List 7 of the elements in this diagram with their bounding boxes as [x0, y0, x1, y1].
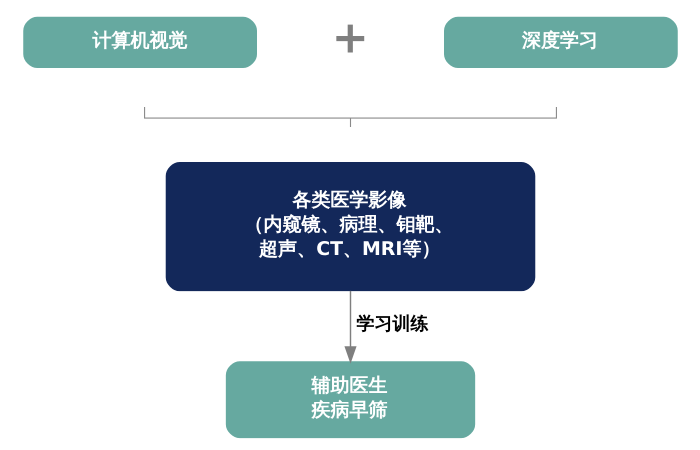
node-box: 辅助医生疾病早筛 [225, 360, 475, 438]
node-box: 深度学习 [444, 16, 678, 68]
label: + [331, 12, 368, 63]
node-box: 计算机视觉 [22, 16, 256, 68]
node-box: 各类医学影像 （内窥镜、病理、钼靶、超声、CT、MRI等） [165, 162, 535, 291]
edge-label: 学习训练 [356, 312, 428, 334]
arrow [344, 290, 356, 364]
